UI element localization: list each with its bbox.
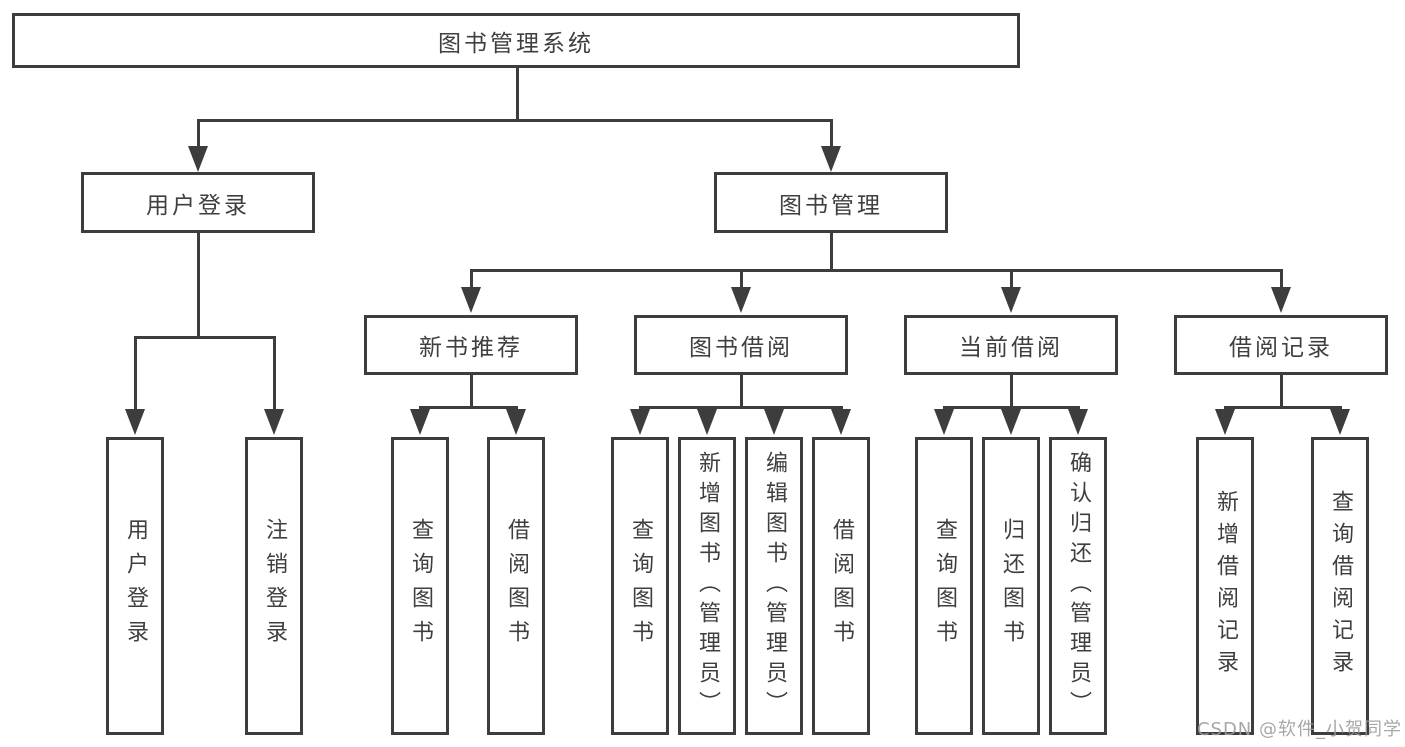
node-add-borrow-record: 新增借阅记录 (1196, 437, 1254, 735)
node-return-book: 归还图书 (982, 437, 1040, 735)
node-query-borrow-record: 查询借阅记录 (1311, 437, 1369, 735)
connector-hline (470, 269, 1283, 272)
node-confirm-return-admin: 确认归还（管理员） (1049, 437, 1107, 735)
connector-vline (470, 270, 473, 287)
node-label: 用户登录 (146, 192, 250, 219)
node-label: 借阅图书 (829, 518, 854, 654)
arrowhead-icon (1068, 409, 1088, 435)
node-user-login-branch: 用户登录 (81, 172, 315, 233)
node-query-books-1: 查询图书 (391, 437, 449, 735)
arrowhead-icon (410, 409, 430, 435)
connector-vline (516, 68, 519, 120)
node-query-books-2: 查询图书 (611, 437, 669, 735)
node-label: 注销登录 (262, 518, 287, 654)
node-label: 查询借阅记录 (1328, 490, 1353, 682)
node-label: 新书推荐 (419, 335, 523, 361)
arrowhead-icon (821, 146, 841, 172)
connector-vline (1010, 375, 1013, 407)
node-edit-book-admin: 编辑图书（管理员） (745, 437, 803, 735)
connector-vline (1280, 375, 1283, 407)
arrowhead-icon (831, 409, 851, 435)
node-book-borrowing: 图书借阅 (634, 315, 848, 375)
connector-vline (830, 233, 833, 270)
connector-vline (740, 375, 743, 407)
arrowhead-icon (764, 409, 784, 435)
connector-hline (419, 406, 518, 409)
connector-hline (1224, 406, 1342, 409)
node-book-management-branch: 图书管理 (714, 172, 948, 233)
node-borrowing-records: 借阅记录 (1174, 315, 1388, 375)
node-library-management-system: 图书管理系统 (12, 13, 1020, 68)
node-borrow-books-1: 借阅图书 (487, 437, 545, 735)
node-label: 借阅图书 (504, 518, 529, 654)
arrowhead-icon (1271, 287, 1291, 313)
node-query-books-3: 查询图书 (915, 437, 973, 735)
arrowhead-icon (506, 409, 526, 435)
node-label: 用户登录 (123, 518, 148, 654)
node-label: 新增图书（管理员） (695, 451, 720, 721)
node-label: 查询图书 (932, 518, 957, 654)
connector-hline (639, 406, 843, 409)
node-label: 查询图书 (628, 518, 653, 654)
node-borrow-books-2: 借阅图书 (812, 437, 870, 735)
node-label: 确认归还（管理员） (1066, 451, 1091, 721)
arrowhead-icon (934, 409, 954, 435)
connector-vline (1010, 270, 1013, 287)
arrowhead-icon (697, 409, 717, 435)
watermark: CSDN @软件_小贺同学 (1196, 719, 1402, 740)
arrowhead-icon (1215, 409, 1235, 435)
connector-hline (943, 406, 1080, 409)
connector-vline (830, 120, 833, 146)
connector-vline (134, 337, 137, 409)
arrowhead-icon (1001, 287, 1021, 313)
arrowhead-icon (731, 287, 751, 313)
connector-vline (197, 233, 200, 337)
node-label: 查询图书 (408, 518, 433, 654)
node-logout: 注销登录 (245, 437, 303, 735)
arrowhead-icon (461, 287, 481, 313)
connector-hline (134, 336, 276, 339)
node-current-borrowing: 当前借阅 (904, 315, 1118, 375)
connector-vline (740, 270, 743, 287)
arrowhead-icon (125, 409, 145, 435)
connector-vline (273, 337, 276, 409)
arrowhead-icon (264, 409, 284, 435)
arrowhead-icon (630, 409, 650, 435)
node-label: 借阅记录 (1229, 335, 1333, 361)
node-label: 归还图书 (999, 518, 1024, 654)
node-user-login-leaf: 用户登录 (106, 437, 164, 735)
node-label: 新增借阅记录 (1213, 490, 1238, 682)
arrowhead-icon (1001, 409, 1021, 435)
arrowhead-icon (1330, 409, 1350, 435)
arrowhead-icon (188, 146, 208, 172)
node-label: 编辑图书（管理员） (762, 451, 787, 721)
connector-hline (197, 119, 833, 122)
node-label: 图书管理 (779, 192, 883, 219)
connector-vline (470, 375, 473, 407)
connector-vline (197, 120, 200, 146)
connector-vline (1280, 270, 1283, 287)
node-new-book-recommend: 新书推荐 (364, 315, 578, 375)
node-label: 图书管理系统 (438, 30, 594, 57)
node-label: 图书借阅 (689, 335, 793, 361)
node-add-book-admin: 新增图书（管理员） (678, 437, 736, 735)
node-label: 当前借阅 (959, 335, 1063, 361)
